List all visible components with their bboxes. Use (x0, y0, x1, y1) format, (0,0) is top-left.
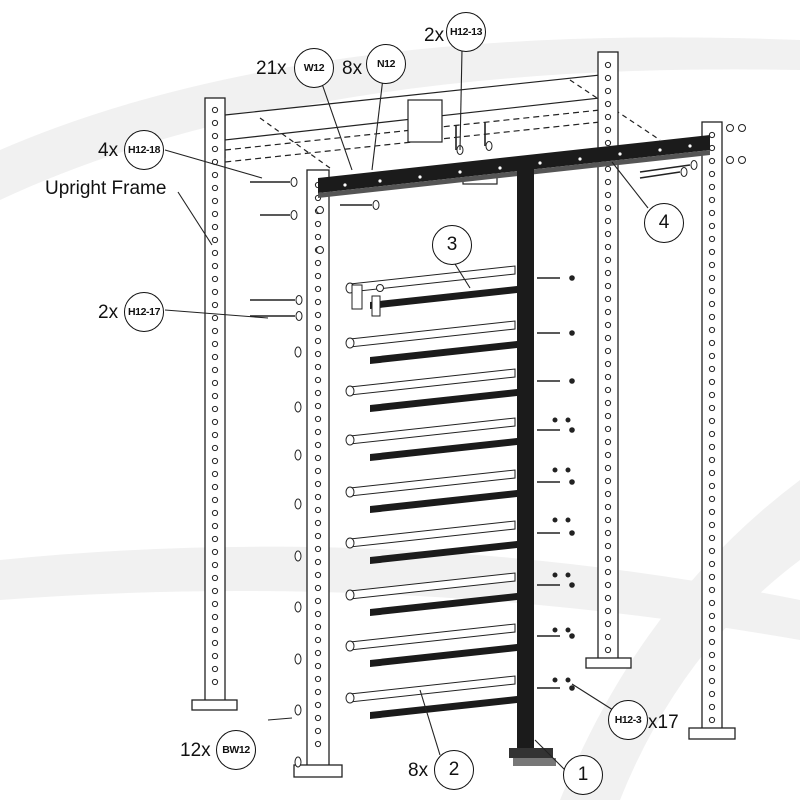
w12-callout-bubble: W12 (294, 48, 334, 88)
rung-part-2 (294, 320, 575, 413)
upright-post-rear-right (585, 51, 632, 669)
h12-17-callout-bubble: H12-17 (124, 292, 164, 332)
w12-quantity: 21x (256, 58, 287, 79)
h12-3-callout-bubble: H12-3 (608, 700, 648, 740)
part-1-callout-bubble: 1 (563, 755, 603, 795)
h12-17-quantity: 2x (98, 302, 119, 323)
upright-frame-label: Upright Frame (45, 178, 167, 199)
bw12-callout-bubble: BW12 (216, 730, 256, 770)
part-3-callout-bubble: 3 (432, 225, 472, 265)
rung-part-2 (294, 572, 575, 665)
h12-13-quantity: 2x (424, 25, 445, 46)
upright-post-rear-left (191, 97, 238, 711)
rung-part-2 (294, 417, 575, 510)
upright-post-front-right (688, 121, 736, 740)
h12-3-quantity: x17 (648, 712, 679, 733)
upright-post-holes (211, 61, 716, 748)
rung-part-2 (294, 623, 575, 716)
hardware-bolts-washers (250, 122, 746, 683)
part-4-callout-bubble: 4 (644, 203, 684, 243)
rung-part-2 (294, 368, 575, 461)
leader-lines (164, 49, 649, 771)
n12-quantity: 8x (342, 58, 363, 79)
part-2-quantity: 8x (408, 760, 429, 781)
h12-18-callout-bubble: H12-18 (124, 130, 164, 170)
h12-13-callout-bubble: H12-13 (446, 12, 486, 52)
center-vertical-post (509, 168, 556, 766)
rung-part-2 (294, 520, 575, 613)
rung-part-2 (294, 675, 575, 768)
h12-18-quantity: 4x (98, 140, 119, 161)
rung-part-2 (294, 469, 575, 562)
n12-callout-bubble: N12 (366, 44, 406, 84)
bw12-quantity: 12x (180, 740, 211, 761)
ladder-rungs (294, 265, 575, 768)
part-2-callout-bubble: 2 (434, 750, 474, 790)
